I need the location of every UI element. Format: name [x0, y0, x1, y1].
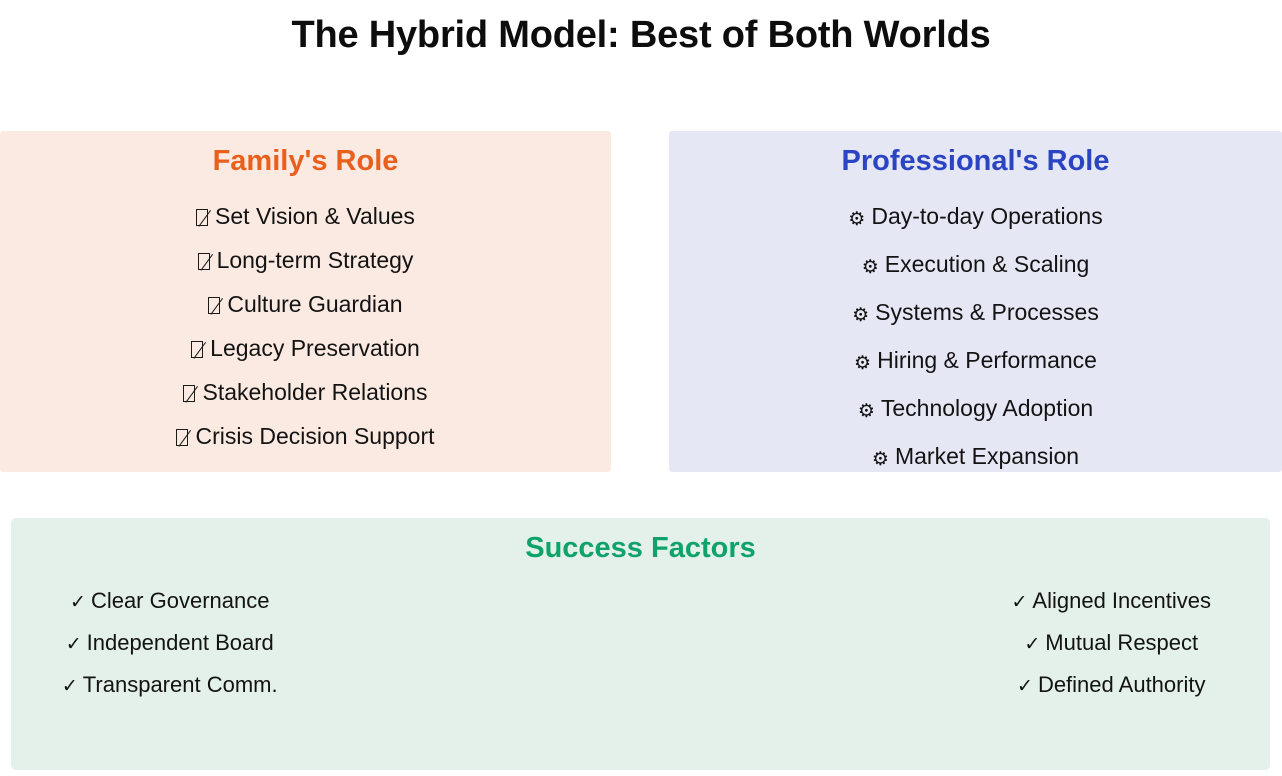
gear-icon: ⚙ [854, 353, 872, 374]
list-item: ✓Aligned Incentives [641, 581, 1271, 623]
gear-icon: ⚙ [848, 209, 866, 230]
list-item-label: Set Vision & Values [215, 203, 415, 229]
gear-icon: ⚙ [857, 401, 875, 422]
success-factors-right-column: ✓Aligned Incentives ✓Mutual Respect ✓Def… [641, 581, 1271, 707]
check-icon: ✓ [65, 634, 82, 655]
list-item: ⚙Market Expansion [669, 434, 1282, 482]
list-item: Stakeholder Relations [0, 370, 611, 414]
check-icon: ✓ [61, 676, 78, 697]
success-factors-panel: Success Factors ✓Clear Governance ✓Indep… [11, 518, 1270, 770]
list-item: Legacy Preservation [0, 326, 611, 370]
list-item-label: Legacy Preservation [210, 335, 420, 361]
missing-glyph-tofu-icon [197, 253, 210, 270]
success-factors-columns: ✓Clear Governance ✓Independent Board ✓Tr… [11, 581, 1270, 707]
list-item: ✓Defined Authority [641, 665, 1271, 707]
list-item-label: Transparent Comm. [82, 672, 278, 697]
list-item: Set Vision & Values [0, 194, 611, 238]
list-item-label: Market Expansion [894, 443, 1080, 469]
list-item-label: Technology Adoption [880, 395, 1094, 421]
list-item: ⚙Systems & Processes [669, 290, 1282, 338]
list-item-label: Long-term Strategy [216, 247, 414, 273]
list-item: ⚙Execution & Scaling [669, 242, 1282, 290]
list-item: Crisis Decision Support [0, 414, 611, 458]
list-item: ✓Independent Board [11, 623, 641, 665]
success-factors-left-list: ✓Clear Governance ✓Independent Board ✓Tr… [11, 581, 641, 707]
list-item-label: Culture Guardian [227, 291, 403, 317]
list-item: ✓Transparent Comm. [11, 665, 641, 707]
missing-glyph-tofu-icon [176, 429, 189, 446]
success-factors-left-column: ✓Clear Governance ✓Independent Board ✓Tr… [11, 581, 641, 707]
missing-glyph-tofu-icon [196, 209, 209, 226]
page-title: The Hybrid Model: Best of Both Worlds [291, 14, 991, 56]
list-item: ⚙Hiring & Performance [669, 338, 1282, 386]
family-role-panel: Family's Role Set Vision & Values Long-t… [0, 131, 611, 472]
gear-icon: ⚙ [871, 449, 889, 470]
professional-role-panel: Professional's Role ⚙Day-to-day Operatio… [669, 131, 1282, 472]
list-item-label: Crisis Decision Support [195, 423, 435, 449]
missing-glyph-tofu-icon [208, 297, 221, 314]
list-item: ✓Mutual Respect [641, 623, 1271, 665]
list-item: Long-term Strategy [0, 238, 611, 282]
list-item: ⚙Technology Adoption [669, 386, 1282, 434]
check-icon: ✓ [1024, 634, 1041, 655]
list-item-label: Defined Authority [1037, 672, 1206, 697]
check-icon: ✓ [1017, 676, 1033, 697]
list-item-label: Aligned Incentives [1032, 588, 1211, 613]
list-item: Culture Guardian [0, 282, 611, 326]
missing-glyph-tofu-icon [191, 341, 204, 358]
professional-role-list: ⚙Day-to-day Operations ⚙Execution & Scal… [669, 194, 1282, 482]
professional-role-heading: Professional's Role [841, 145, 1110, 177]
check-icon: ✓ [1011, 592, 1028, 613]
list-item: ⚙Day-to-day Operations [669, 194, 1282, 242]
list-item-label: Execution & Scaling [884, 251, 1090, 277]
list-item-label: Stakeholder Relations [202, 379, 428, 405]
check-icon: ✓ [70, 592, 86, 613]
family-role-list: Set Vision & Values Long-term Strategy C… [0, 194, 611, 458]
gear-icon: ⚙ [852, 305, 870, 326]
list-item: ✓Clear Governance [11, 581, 641, 623]
list-item-label: Independent Board [86, 630, 274, 655]
list-item-label: Day-to-day Operations [871, 203, 1103, 229]
list-item-label: Systems & Processes [875, 299, 1099, 325]
list-item-label: Clear Governance [90, 588, 270, 613]
missing-glyph-tofu-icon [183, 385, 196, 402]
success-factors-heading: Success Factors [525, 532, 756, 564]
list-item-label: Mutual Respect [1045, 630, 1199, 655]
gear-icon: ⚙ [861, 257, 879, 278]
family-role-heading: Family's Role [212, 145, 399, 177]
success-factors-right-list: ✓Aligned Incentives ✓Mutual Respect ✓Def… [641, 581, 1271, 707]
list-item-label: Hiring & Performance [877, 347, 1097, 373]
